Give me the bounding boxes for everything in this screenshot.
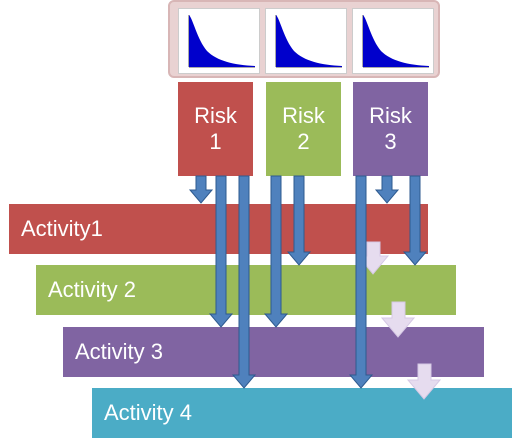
risk-number: 3 (384, 129, 397, 154)
distribution-panel (168, 0, 440, 78)
risk-number: 2 (297, 129, 310, 154)
risk-2-distribution-chart (265, 8, 347, 74)
risk-box-3: Risk 3 (353, 82, 428, 176)
activity-label: Activity 3 (75, 339, 164, 364)
risk-box-2: Risk 2 (266, 82, 341, 176)
activity-bar-4: Activity 4 (92, 388, 512, 438)
distribution-curve-icon (275, 15, 342, 68)
distribution-curve-icon (188, 15, 255, 68)
activity-bar-3: Activity 3 (63, 327, 484, 377)
risk-label: Risk (194, 103, 237, 128)
activity-label: Activity 4 (104, 400, 193, 425)
risk-label: Risk (282, 103, 325, 128)
activity-bar-1: Activity1 (9, 204, 428, 254)
risk-1-distribution-chart (178, 8, 260, 74)
arrow-down-icon (374, 175, 400, 204)
activity-bar-2: Activity 2 (36, 265, 456, 315)
arrow-down-icon (188, 175, 214, 204)
activity-label: Activity 2 (48, 277, 137, 302)
risk-number: 1 (209, 129, 222, 154)
activity-label: Activity1 (21, 216, 103, 241)
risk-3-distribution-chart (352, 8, 434, 74)
risk-box-1: Risk 1 (178, 82, 253, 176)
distribution-curve-icon (362, 15, 429, 68)
risk-label: Risk (369, 103, 412, 128)
